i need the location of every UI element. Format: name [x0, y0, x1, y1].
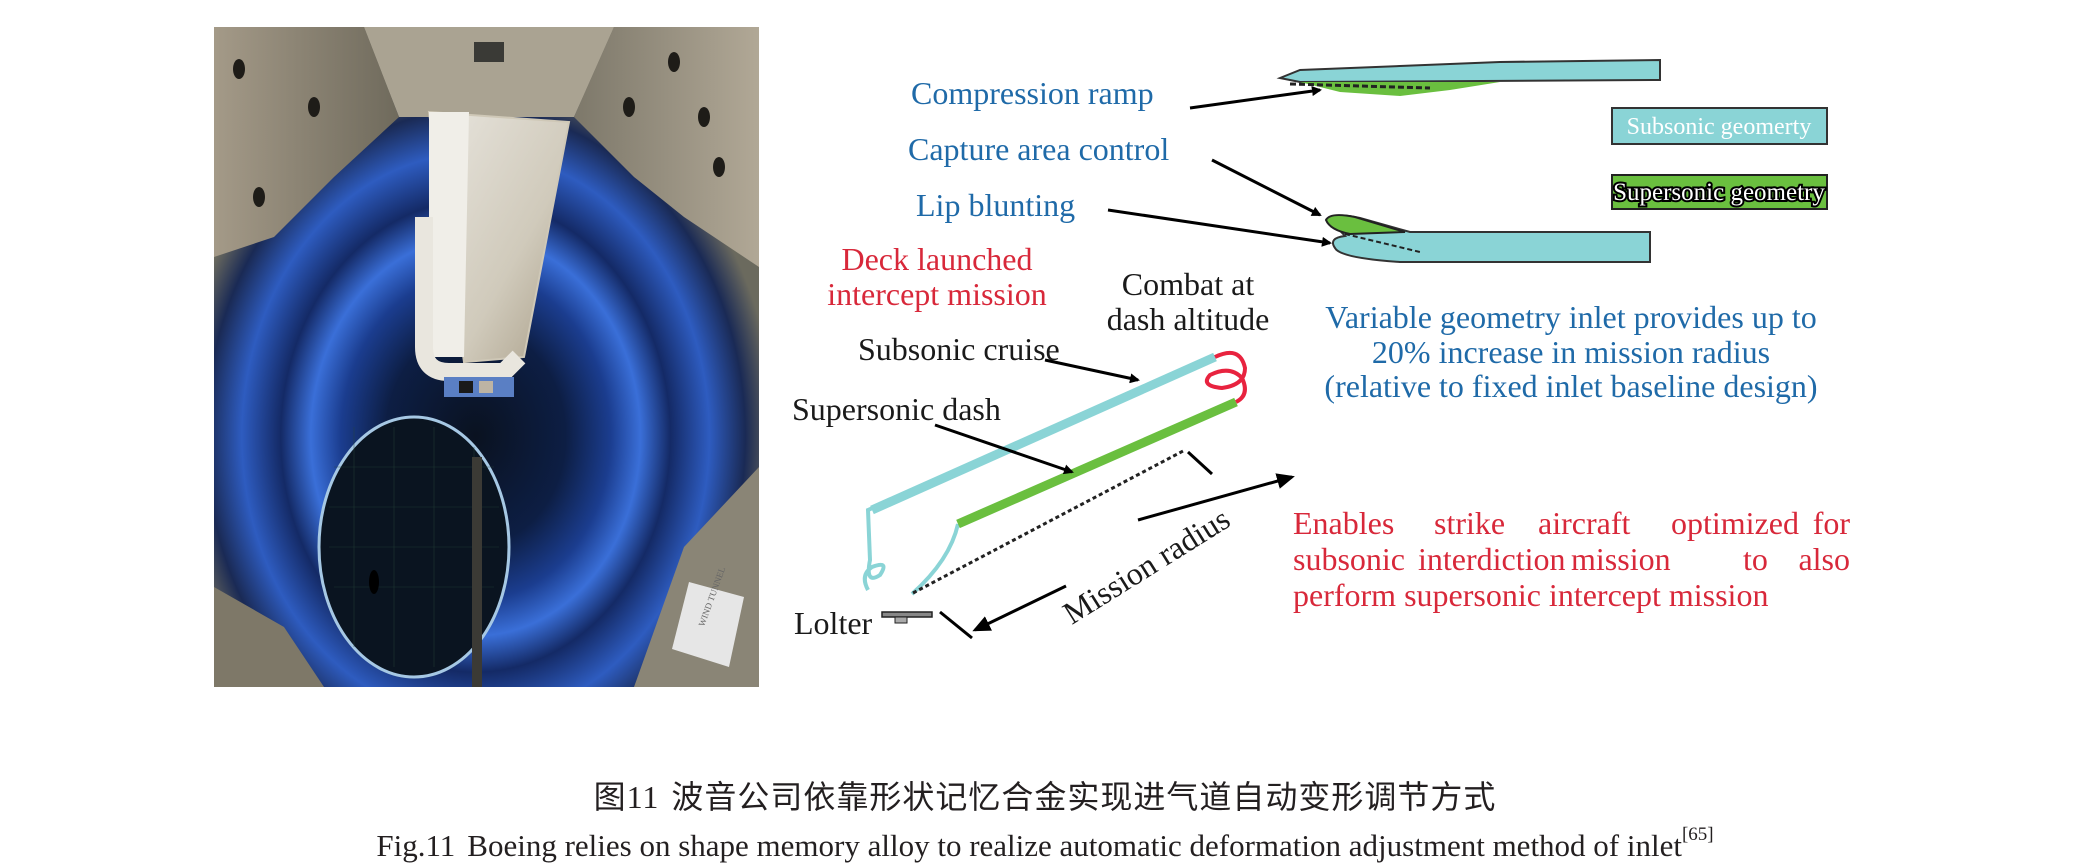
loiter-label: Lolter [794, 605, 873, 641]
vg-note-line2: 20% increase in mission radius [1372, 334, 1770, 370]
inlet-top-ramp [1276, 58, 1661, 96]
enables-w4: optimized [1671, 505, 1799, 541]
radius-arrow-end [1137, 473, 1295, 522]
legend-supersonic-label: Supersonic geometry [1613, 179, 1825, 206]
caption-en-number: Fig.11 [376, 828, 456, 863]
enables-w9: to [1743, 541, 1768, 577]
combat-line1: Combat at [1122, 266, 1255, 302]
caption-english: Fig.11 Boeing relies on shape memory allo… [0, 824, 2090, 864]
legend-subsonic-label: Subsonic geomerty [1627, 114, 1812, 140]
enables-w2: strike [1434, 505, 1505, 541]
return-path [910, 523, 960, 596]
enables-w10: also [1798, 541, 1850, 577]
subsonic-cruise-path [862, 355, 1216, 591]
enables-w3: aircraft [1538, 505, 1630, 541]
compression-ramp-arrow [1189, 86, 1322, 110]
enables-note: Enables strike aircraft optimized for su… [1293, 505, 1850, 613]
mission-radius-line [912, 448, 1186, 595]
supersonic-dash-path [956, 397, 1238, 529]
deck-launched-line1: Deck launched [841, 241, 1032, 277]
radius-tick-end [1186, 450, 1214, 476]
enables-w6: subsonic [1293, 541, 1405, 577]
legend-subsonic: Subsonic geomerty [1611, 107, 1828, 145]
aircraft-icon [881, 611, 933, 624]
enables-line3: perform supersonic intercept mission [1293, 577, 1768, 613]
compression-ramp-label: Compression ramp [911, 75, 1154, 111]
combat-loop [1205, 350, 1248, 404]
supersonic-dash-arrow [934, 423, 1074, 475]
subsonic-cruise-arrow [1044, 358, 1140, 384]
vg-note-line3: (relative to fixed inlet baseline design… [1324, 368, 1817, 404]
caption-en-text: Boeing relies on shape memory alloy to r… [467, 828, 1682, 863]
lip-blunting-label: Lip blunting [916, 187, 1075, 223]
inlet-lower-lip [1324, 214, 1651, 263]
radius-arrow-start [972, 584, 1067, 632]
deck-launched-line2: intercept mission [827, 276, 1047, 312]
combat-line2: dash altitude [1107, 301, 1270, 337]
subsonic-cruise-label: Subsonic cruise [858, 331, 1060, 367]
enables-w5: for [1813, 505, 1851, 541]
capture-area-control-label: Capture area control [908, 131, 1169, 167]
subsonic-cruise-stroke [870, 352, 1217, 515]
caption-cn-text: 波音公司依靠形状记忆合金实现进气道自动变形调节方式 [671, 779, 1497, 815]
caption-reference[interactable]: [65] [1681, 824, 1714, 845]
wind-tunnel-photo: WIND TUNNEL [214, 27, 759, 687]
supersonic-dash-label: Supersonic dash [792, 391, 1001, 427]
radius-tick-start [939, 610, 973, 640]
legend-supersonic: Supersonic geometry [1611, 174, 1828, 210]
enables-w1: Enables [1293, 505, 1394, 541]
capture-area-arrow [1211, 158, 1322, 217]
enables-w7: interdiction [1418, 541, 1566, 577]
vg-note-line1: Variable geometry inlet provides up to [1325, 299, 1816, 335]
lip-blunting-arrow [1107, 208, 1332, 247]
caption-chinese: 图11 波音公司依靠形状记忆合金实现进气道自动变形调节方式 [0, 772, 2090, 818]
mission-radius-label: Mission radius [1056, 500, 1236, 631]
enables-w8: mission [1571, 541, 1671, 577]
caption-cn-number: 图11 [593, 779, 660, 815]
